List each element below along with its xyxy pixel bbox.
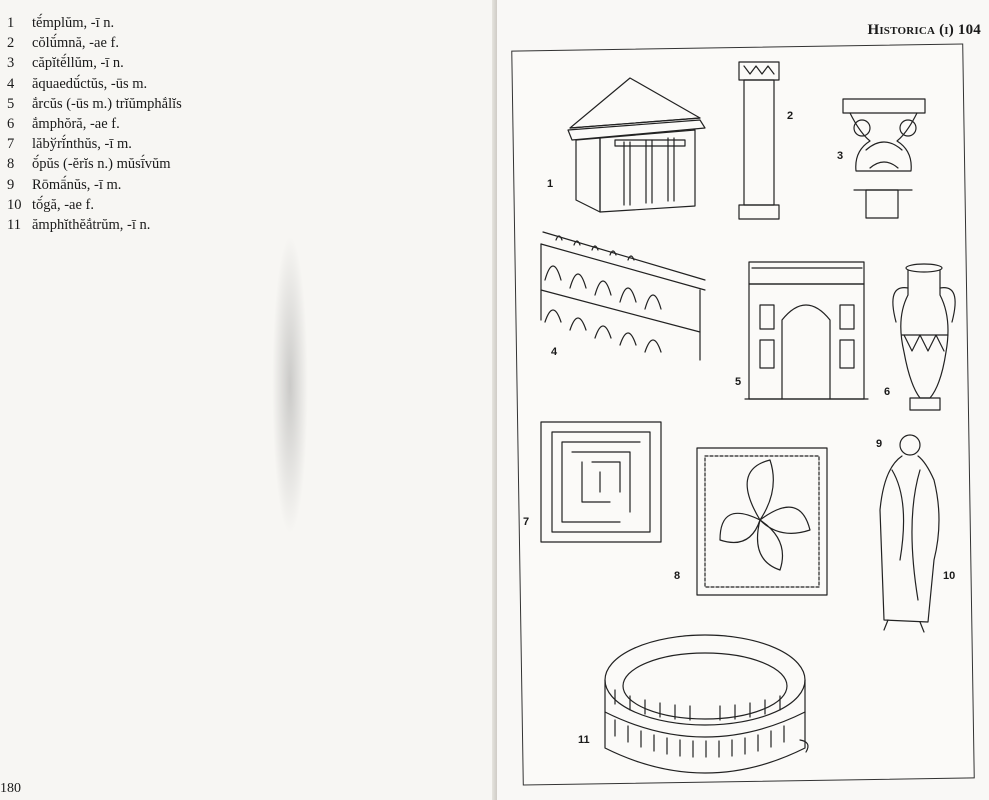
triumphal-arch-drawing bbox=[744, 261, 869, 400]
page-header: Historica (i) 104 bbox=[867, 22, 981, 38]
vocab-item: 6 ắmphŏră, -ae f. bbox=[7, 114, 182, 134]
temple-drawing bbox=[567, 77, 706, 213]
vocab-number: 9 bbox=[7, 176, 15, 193]
vocab-number: 6 bbox=[7, 116, 15, 133]
figure-label: 9 bbox=[876, 438, 883, 450]
vocab-term: ŏ́pŭs (-ĕrĭs n.) mŭsī́vŭm bbox=[32, 156, 171, 173]
vocab-item: 7 lăbўrĭ́nthŭs, -ī m. bbox=[7, 134, 182, 154]
vocab-item: 9 Rōmā́nŭs, -ī m. bbox=[7, 175, 182, 195]
figure-label: 4 bbox=[551, 346, 558, 358]
vocab-item: 5 ắrcŭs (-ūs m.) trĭŭmphắlĭs bbox=[7, 94, 182, 114]
vocab-number: 10 bbox=[7, 196, 22, 213]
vocab-term: ăquaedŭ́ctŭs, -ūs m. bbox=[32, 75, 148, 92]
figure-label: 8 bbox=[674, 570, 681, 582]
vocab-term: tĕ́mplŭm, -ī n. bbox=[32, 15, 115, 31]
scan-smudge bbox=[272, 235, 308, 535]
labyrinth-drawing bbox=[540, 421, 662, 543]
vocab-number: 4 bbox=[7, 75, 15, 92]
amphitheatre-drawing bbox=[604, 634, 809, 774]
vocab-term: tŏ́gă, -ae f. bbox=[32, 196, 94, 213]
figure-label: 2 bbox=[787, 110, 794, 122]
vocab-number: 3 bbox=[7, 55, 15, 72]
figure-label: 3 bbox=[837, 150, 844, 162]
left-page: 1 tĕ́mplŭm, -ī n. 2 cŏlŭ́mnă, -ae f. 3 căpĭ… bbox=[0, 13, 308, 796]
figure-label: 11 bbox=[578, 734, 590, 746]
vocab-term: Rōmā́nŭs, -ī m. bbox=[32, 176, 122, 193]
figure-label: 10 bbox=[943, 570, 956, 582]
column-drawing bbox=[738, 61, 780, 220]
mosaic-drawing bbox=[696, 447, 828, 596]
vocab-number: 5 bbox=[7, 95, 15, 112]
vocab-number: 11 bbox=[7, 217, 21, 234]
vocab-item: 10 tŏ́gă, -ae f. bbox=[7, 195, 182, 215]
vocabulary-list: 1 tĕ́mplŭm, -ī n. 2 cŏlŭ́mnă, -ae f. 3 căpĭ… bbox=[7, 13, 182, 235]
vocab-number: 7 bbox=[7, 136, 15, 153]
vocab-item: 8 ŏ́pŭs (-ĕrĭs n.) mŭsī́vŭm bbox=[7, 154, 182, 174]
vocab-item: 3 căpĭtĕ́llŭm, -ī n. bbox=[7, 53, 182, 73]
vocab-item: 1 tĕ́mplŭm, -ī n. bbox=[7, 13, 182, 33]
vocab-term: căpĭtĕ́llŭm, -ī n. bbox=[32, 55, 124, 72]
figure-label: 1 bbox=[547, 178, 554, 190]
vocab-item: 4 ăquaedŭ́ctŭs, -ūs m. bbox=[7, 74, 182, 94]
vocab-term: cŏlŭ́mnă, -ae f. bbox=[32, 35, 119, 52]
vocab-term: ắrcŭs (-ūs m.) trĭŭmphắlĭs bbox=[32, 95, 182, 112]
capital-drawing bbox=[842, 98, 926, 219]
figure-label: 7 bbox=[523, 516, 530, 528]
vocab-number: 8 bbox=[7, 156, 15, 173]
vocab-term: ămphĭthĕắtrŭm, -ī n. bbox=[32, 217, 151, 234]
figure-label: 6 bbox=[884, 386, 891, 398]
left-page-number: 180 bbox=[0, 781, 21, 796]
figure-label: 5 bbox=[735, 376, 742, 388]
roman-toga-drawing bbox=[879, 434, 940, 633]
amphora-drawing bbox=[892, 263, 956, 411]
vocab-number: 2 bbox=[7, 35, 15, 52]
vocab-item: 11 ămphĭthĕắtrŭm, -ī n. bbox=[7, 215, 182, 235]
vocab-number: 1 bbox=[7, 15, 15, 31]
vocab-term: lăbўrĭ́nthŭs, -ī m. bbox=[32, 136, 132, 153]
vocab-item: 2 cŏlŭ́mnă, -ae f. bbox=[7, 33, 182, 53]
aqueduct-drawing bbox=[540, 231, 706, 361]
vocab-term: ắmphŏră, -ae f. bbox=[32, 116, 120, 133]
